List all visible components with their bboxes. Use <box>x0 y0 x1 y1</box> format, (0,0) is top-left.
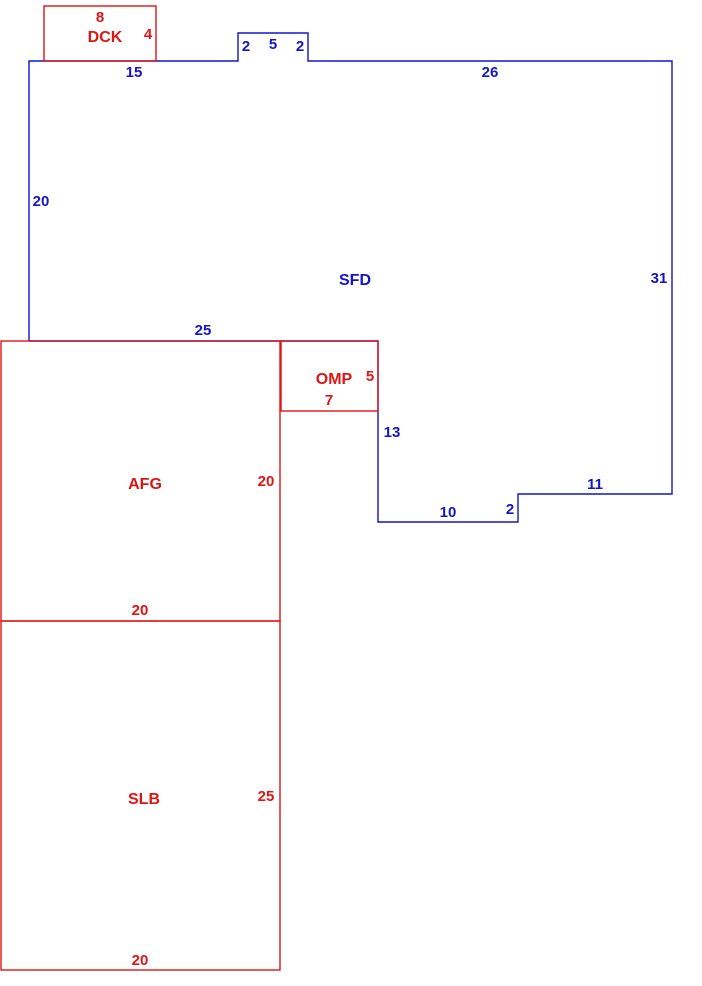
sfd-dim-bump-top: 5 <box>269 36 277 53</box>
sfd-outline <box>28 32 673 523</box>
sfd-dim-bottom-left: 25 <box>195 322 212 339</box>
sfd-dim-top-left: 15 <box>126 64 143 81</box>
dck-dim-top: 8 <box>96 9 104 26</box>
sfd-dim-bump-left: 2 <box>242 38 250 55</box>
dck-label: DCK <box>88 29 123 46</box>
omp-outline <box>280 340 379 412</box>
afg-label: AFG <box>128 476 162 493</box>
sfd-dim-bottom: 10 <box>440 504 457 521</box>
slb-dim-bottom: 20 <box>132 952 149 969</box>
sfd-dim-right: 31 <box>651 270 668 287</box>
slb-dim-right: 25 <box>258 788 275 805</box>
omp-dim-bottom: 7 <box>325 392 333 409</box>
omp-label: OMP <box>316 371 353 388</box>
afg-dim-bottom: 20 <box>132 602 149 619</box>
sfd-dim-left: 20 <box>33 193 50 210</box>
afg-dim-right: 20 <box>258 473 275 490</box>
sfd-dim-step: 2 <box>506 501 514 518</box>
sfd-dim-bump-right: 2 <box>296 38 304 55</box>
dck-dim-right: 4 <box>144 26 153 43</box>
sfd-label: SFD <box>339 272 371 289</box>
omp-dim-right: 5 <box>366 368 374 385</box>
sfd-dim-bottom-right: 11 <box>587 476 603 493</box>
dck-outline <box>43 5 157 62</box>
slb-label: SLB <box>128 791 160 808</box>
sfd-dim-top-right: 26 <box>482 64 499 81</box>
slb-outline <box>0 620 281 971</box>
sfd-dim-inner-vertical: 13 <box>384 424 401 441</box>
